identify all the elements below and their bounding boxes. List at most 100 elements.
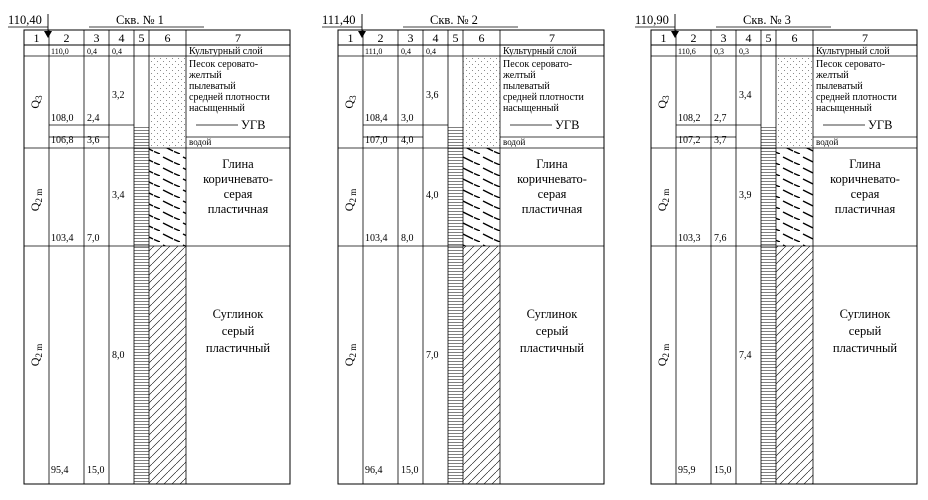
- column-header-1: 1: [348, 31, 354, 45]
- age-index: 2 m: [34, 189, 44, 203]
- well-title: Скв. № 2: [430, 13, 478, 27]
- layer-description: Суглинок: [840, 307, 892, 321]
- column-header-6: 6: [792, 31, 798, 45]
- layer-description: насыщенный: [503, 103, 560, 114]
- loam-fill: [776, 246, 813, 484]
- wellhead-arrow-icon: [44, 31, 52, 38]
- wellhead-arrow-icon: [671, 31, 679, 38]
- layer-description: Суглинок: [527, 307, 579, 321]
- age-symbol: Q: [28, 357, 42, 366]
- geologic-age: Q2 m: [655, 189, 671, 211]
- age-index: 3: [348, 95, 358, 100]
- layer-depth: 2,4: [87, 113, 100, 124]
- layer-depth: 15,0: [87, 465, 105, 476]
- layer-description: коричневато-: [517, 172, 587, 186]
- age-index: 2 m: [34, 344, 44, 358]
- sand-fill: [776, 56, 813, 148]
- column-header-1: 1: [661, 31, 667, 45]
- loam-fill: [463, 246, 500, 484]
- layer-elevation: 107,2: [678, 135, 701, 146]
- layer-description: Глина: [222, 157, 254, 171]
- groundwater-label: УГВ: [241, 118, 265, 132]
- layer-elevation: 95,9: [678, 465, 696, 476]
- age-symbol: Q: [655, 202, 669, 211]
- age-symbol: Q: [342, 100, 356, 109]
- layer-description: Суглинок: [213, 307, 265, 321]
- layer-thickness: 0,3: [739, 47, 749, 56]
- age-symbol: Q: [342, 202, 356, 211]
- column-header-4: 4: [433, 31, 439, 45]
- layer-depth: 7,0: [87, 233, 100, 244]
- layer-description: насыщенный: [816, 103, 873, 114]
- layer-depth: 8,0: [401, 233, 414, 244]
- layer-description: средней плотности: [503, 92, 584, 103]
- layer-description: пластичный: [833, 341, 898, 355]
- layer-description: водой: [189, 137, 212, 147]
- geologic-age: Q2 m: [342, 344, 358, 366]
- column-header-3: 3: [408, 31, 414, 45]
- clay-fill: [149, 148, 186, 246]
- layer-description: пластичная: [835, 202, 896, 216]
- geologic-age: Q2 m: [342, 189, 358, 211]
- layer-description: пластичная: [208, 202, 269, 216]
- column-header-4: 4: [746, 31, 752, 45]
- layer-description: пылеватый: [503, 81, 550, 92]
- geologic-age: Q3: [28, 95, 44, 109]
- well-title: Скв. № 1: [116, 13, 164, 27]
- age-index: 2 m: [348, 344, 358, 358]
- column-header-2: 2: [691, 31, 697, 45]
- layer-description: средней плотности: [816, 92, 897, 103]
- column-header-6: 6: [479, 31, 485, 45]
- age-index: 2 m: [661, 189, 671, 203]
- layer-description: желтый: [502, 70, 536, 81]
- layer-elevation: 111,0: [365, 47, 382, 56]
- well-top-elevation: 110,90: [635, 13, 669, 27]
- age-index: 2 m: [661, 344, 671, 358]
- wellhead-arrow-icon: [358, 31, 366, 38]
- age-index: 3: [34, 95, 44, 100]
- layer-description: серый: [849, 324, 882, 338]
- loam-fill: [149, 246, 186, 484]
- layer-description: насыщенный: [189, 103, 246, 114]
- well-title: Скв. № 3: [743, 13, 791, 27]
- column-header-1: 1: [34, 31, 40, 45]
- geologic-age: Q3: [342, 95, 358, 109]
- sand-fill: [149, 56, 186, 148]
- layer-thickness: 3,4: [739, 90, 752, 101]
- layer-depth: 3,7: [714, 135, 727, 146]
- layer-description: Культурный слой: [816, 46, 890, 57]
- layer-thickness: 8,0: [112, 350, 125, 361]
- column-header-5: 5: [453, 31, 459, 45]
- geologic-age: Q3: [655, 95, 671, 109]
- layer-elevation: 108,2: [678, 113, 701, 124]
- age-index: 2 m: [348, 189, 358, 203]
- clay-fill: [776, 148, 813, 246]
- layer-description: серая: [851, 187, 880, 201]
- layer-depth: 15,0: [714, 465, 732, 476]
- layer-description: пластичная: [522, 202, 583, 216]
- geologic-age: Q2 m: [655, 344, 671, 366]
- layer-elevation: 108,0: [51, 113, 74, 124]
- layer-description: серый: [536, 324, 569, 338]
- column-header-7: 7: [549, 31, 555, 45]
- layer-elevation: 95,4: [51, 465, 69, 476]
- column-header-3: 3: [721, 31, 727, 45]
- water-hatch: [761, 125, 776, 484]
- layer-description: коричневато-: [203, 172, 273, 186]
- layer-description: Глина: [536, 157, 568, 171]
- layer-elevation: 110,0: [51, 47, 69, 56]
- column-header-7: 7: [235, 31, 241, 45]
- layer-elevation: 108,4: [365, 113, 388, 124]
- layer-thickness: 3,6: [426, 90, 439, 101]
- layer-description: Глина: [849, 157, 881, 171]
- layer-description: Песок серовато-: [503, 59, 572, 70]
- layer-thickness: 3,2: [112, 90, 125, 101]
- geologic-age: Q2 m: [28, 344, 44, 366]
- layer-thickness: 0,4: [112, 47, 122, 56]
- column-header-5: 5: [139, 31, 145, 45]
- layer-elevation: 103,3: [678, 233, 701, 244]
- layer-depth: 0,4: [401, 47, 411, 56]
- layer-thickness: 4,0: [426, 190, 439, 201]
- groundwater-label: УГВ: [868, 118, 892, 132]
